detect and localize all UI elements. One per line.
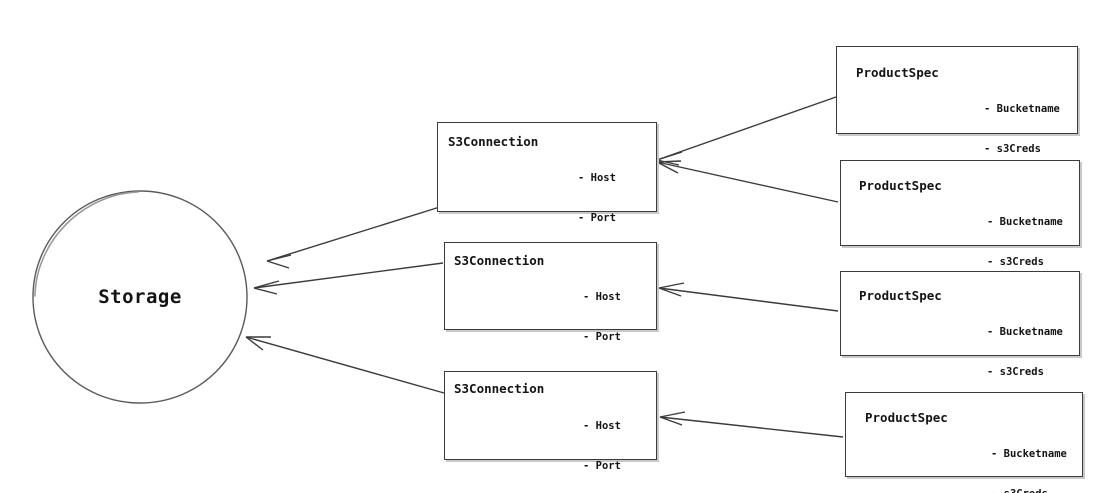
edge-spec2-to-connection1	[656, 160, 839, 203]
connection-node-2[interactable]	[444, 242, 657, 330]
connection-node-1-field-host: - Host	[578, 172, 616, 185]
connection-node-3-field-host: - Host	[583, 420, 621, 433]
edge-connection1-to-storage	[266, 205, 444, 269]
connection-node-2-title: S3Connection	[454, 253, 545, 268]
connection-node-1-field-port: - Port	[578, 212, 616, 225]
edge-spec3-to-connection2	[658, 282, 839, 312]
connection-node-3-fields: - Host - Port - TLS	[583, 394, 621, 493]
spec-node-2-fields: - Bucketname - s3Creds	[987, 190, 1063, 296]
spec-node-4[interactable]	[845, 392, 1083, 477]
connection-node-3[interactable]	[444, 371, 657, 460]
edge-spec4-to-connection3	[659, 411, 844, 438]
spec-node-2[interactable]	[840, 160, 1080, 246]
spec-node-4-field-bucketname: - Bucketname	[991, 448, 1067, 461]
spec-node-1-field-s3creds: - s3Creds	[984, 143, 1041, 156]
connection-node-2-field-host: - Host	[583, 291, 621, 304]
edge-connection2-to-storage	[253, 262, 444, 295]
edge-connection3-to-storage	[245, 336, 445, 394]
spec-node-1-field-bucketname: - Bucketname	[984, 103, 1060, 116]
spec-node-3-title: ProductSpec	[859, 288, 942, 303]
spec-node-3-field-bucketname: - Bucketname	[987, 326, 1063, 339]
connection-node-3-field-port: - Port	[583, 460, 621, 473]
edge-spec1-to-connection1	[656, 96, 837, 166]
spec-node-3-field-s3creds: - s3Creds	[987, 366, 1044, 379]
spec-node-1-fields: - Bucketname - s3Creds	[984, 77, 1060, 183]
spec-node-4-title: ProductSpec	[865, 410, 948, 425]
spec-node-4-fields: - Bucketname - s3Creds	[991, 422, 1067, 493]
connection-node-2-field-port: - Port	[583, 331, 621, 344]
spec-node-2-title: ProductSpec	[859, 178, 942, 193]
spec-node-2-field-bucketname: - Bucketname	[987, 216, 1063, 229]
spec-node-4-field-s3creds: - s3Creds	[991, 488, 1067, 493]
spec-node-1[interactable]	[836, 46, 1078, 134]
connection-node-1[interactable]	[437, 122, 657, 212]
spec-node-3[interactable]	[840, 271, 1080, 356]
spec-node-3-fields: - Bucketname - s3Creds	[987, 300, 1063, 406]
spec-node-2-field-s3creds: - s3Creds	[987, 256, 1044, 269]
storage-circle-label: Storage	[98, 286, 182, 308]
connection-node-1-title: S3Connection	[448, 134, 539, 149]
spec-node-1-title: ProductSpec	[856, 65, 939, 80]
connection-node-3-title: S3Connection	[454, 381, 545, 396]
